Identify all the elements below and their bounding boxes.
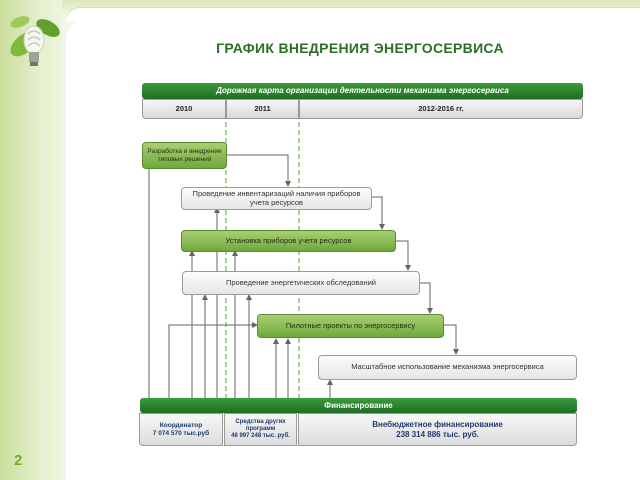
page-title: ГРАФИК ВНЕДРЕНИЯ ЭНЕРГОСЕРВИСА (216, 40, 504, 56)
roadmap-header: Дорожная карта организации деятельности … (142, 83, 583, 99)
flow-arrows (227, 154, 459, 355)
other-programs-amount: 46 997 248 тыс. руб. (231, 432, 290, 439)
offbudget-amount: 238 314 886 тыс. руб. (396, 429, 479, 439)
offbudget-label: Внебюджетное финансирование (372, 420, 503, 430)
financing-other-programs: Средства других программ 46 997 248 тыс.… (224, 413, 297, 446)
coordinator-amount: 7 074 570 тыс.руб (152, 429, 210, 437)
coordinator-label: Координатор (159, 422, 203, 430)
energy-bulb-logo-icon (10, 16, 60, 66)
left-decor-band (0, 0, 62, 480)
step-install-meters: Установка приборов учета ресурсов (181, 230, 396, 252)
year-2012-2016: 2012-2016 гг. (299, 99, 583, 119)
other-programs-label: Средства других программ (235, 419, 286, 433)
step-develop-solutions: Разработка и внедрение типовых решений (142, 142, 227, 169)
financing-header: Финансирование (140, 398, 577, 413)
step-energy-audits: Проведение энергетических обследований (182, 271, 420, 295)
step-inventory: Проведение инвентаризаций наличия прибор… (181, 187, 372, 210)
year-2011: 2011 (226, 99, 299, 119)
step-pilot-projects: Пилотные проекты по энергосервису (257, 314, 444, 338)
year-2010: 2010 (142, 99, 226, 119)
slide-top-edge (66, 8, 640, 22)
financing-coordinator: Координатор 7 074 570 тыс.руб (139, 413, 223, 446)
financing-offbudget: Внебюджетное финансирование 238 314 886 … (298, 413, 577, 446)
step-scale-usage: Масштабное использование механизма энерг… (318, 355, 577, 380)
page-number: 2 (14, 452, 23, 469)
